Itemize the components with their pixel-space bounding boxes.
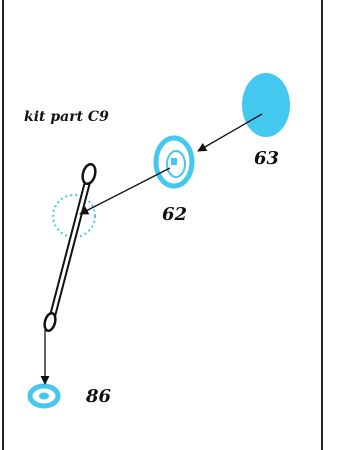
part-86-label: 86	[85, 386, 112, 407]
part-63-label: 63	[254, 148, 279, 169]
kit-part-label: kit part C9	[24, 109, 109, 125]
part-62-label: 62	[162, 204, 187, 225]
arrow-62-to-rod	[79, 167, 171, 215]
part-63-disc	[242, 73, 290, 137]
arrow-63-to-62	[197, 113, 263, 152]
connecting-rod	[43, 162, 97, 333]
part-62-ring	[153, 135, 195, 189]
attachment-point-dotted-circle	[52, 194, 96, 238]
part-86-washer	[27, 383, 61, 409]
